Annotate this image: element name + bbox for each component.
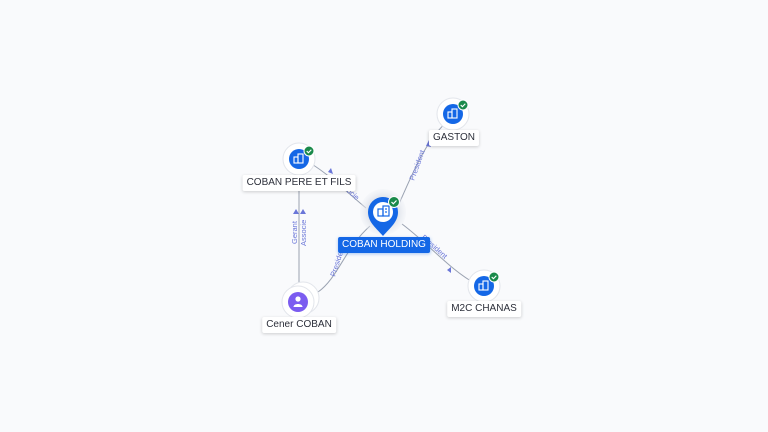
check-icon [457, 99, 469, 111]
check-icon [488, 271, 500, 283]
edge-label-gaston: President [407, 148, 427, 182]
node-label-gaston[interactable]: GASTON [428, 130, 480, 146]
arrow-pere [328, 168, 333, 174]
edge-center-gaston[interactable] [397, 121, 448, 207]
arrow-chanas [447, 267, 451, 273]
check-icon [388, 196, 400, 208]
node-coban-pere-et-fils[interactable] [282, 142, 316, 176]
node-label-m2c-chanas[interactable]: M2C CHANAS [447, 301, 521, 317]
building-icon [478, 280, 489, 291]
node-cener-coban[interactable] [281, 281, 320, 319]
arrow-person-pere-1 [293, 209, 299, 214]
arrow-person-pere-2 [300, 209, 306, 214]
edge-label-person-pere-1: Gerant [290, 220, 299, 244]
node-coban-holding[interactable] [360, 189, 406, 236]
node-m2c-chanas[interactable] [467, 269, 501, 303]
edge-center-chanas[interactable] [401, 223, 477, 285]
building-icon [377, 205, 390, 217]
node-label-cener-coban[interactable]: Cener COBAN [262, 317, 336, 333]
building-icon [293, 153, 304, 164]
edge-label-person-pere-2: Associe [299, 220, 308, 246]
check-icon [303, 145, 315, 157]
node-label-coban-pere-et-fils[interactable]: COBAN PERE ET FILS [242, 175, 356, 191]
person-icon [293, 296, 303, 307]
node-gaston[interactable] [436, 97, 470, 131]
edge-person-center[interactable] [317, 225, 371, 293]
building-icon [447, 108, 458, 119]
node-label-coban-holding[interactable]: COBAN HOLDING [338, 237, 430, 253]
